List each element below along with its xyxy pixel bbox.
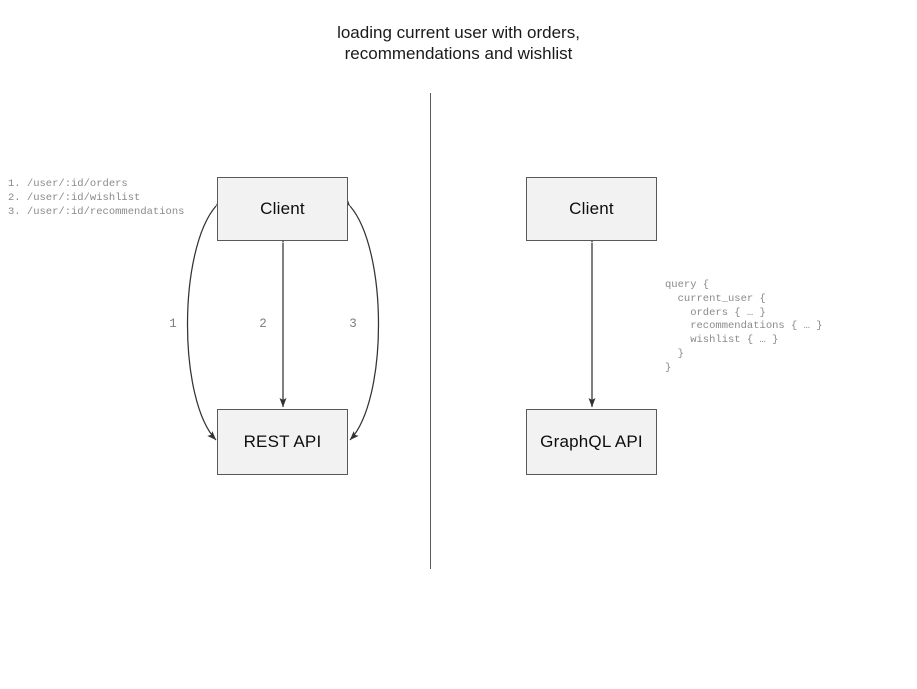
diagram-title: loading current user with orders, recomm… bbox=[337, 23, 580, 63]
rest-endpoint-list: 1. /user/:id/orders 2. /user/:id/wishlis… bbox=[8, 178, 185, 218]
edge-label-3: 3 bbox=[349, 317, 357, 331]
graphql-query-snippet: query { current_user { orders { … } reco… bbox=[665, 279, 823, 374]
edge-label-2: 2 bbox=[259, 317, 267, 331]
node-graphql-api[interactable]: GraphQL API bbox=[526, 409, 657, 475]
node-rest-api[interactable]: REST API bbox=[217, 409, 348, 475]
vertical-divider bbox=[430, 93, 431, 569]
arrow-edge-1 bbox=[186, 196, 225, 441]
node-client-rest[interactable]: Client bbox=[217, 177, 348, 241]
edge-label-1: 1 bbox=[169, 317, 177, 331]
node-client-graphql[interactable]: Client bbox=[526, 177, 657, 241]
